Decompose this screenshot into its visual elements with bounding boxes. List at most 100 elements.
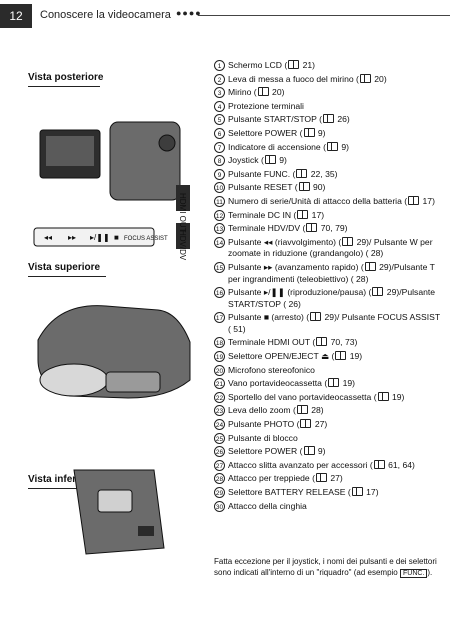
callout-page-ref: 29)/Pulsante T per ingrandimenti (teleob… bbox=[228, 261, 435, 284]
callout-page-ref: 17) bbox=[363, 487, 379, 497]
callout-text: Selettore POWER ( bbox=[228, 446, 303, 457]
callout-number: 9 bbox=[214, 168, 225, 180]
book-icon bbox=[328, 378, 340, 388]
footnote-text: Fatta eccezione per il joystick, i nomi … bbox=[214, 557, 437, 577]
callout-text: Pulsante di blocco bbox=[228, 432, 298, 443]
callout-page-ref: 61, 64) bbox=[385, 459, 415, 470]
callout-number: 8 bbox=[214, 155, 225, 167]
callout-number: 1 bbox=[214, 60, 225, 71]
ff-button-label: ▸▸ bbox=[68, 233, 76, 242]
callout-text: Schermo LCD ( bbox=[228, 60, 288, 70]
section-bottom-label: Vista inferiore bbox=[28, 474, 95, 485]
callout-page-ref: 19) bbox=[389, 391, 405, 402]
callout-page-ref: 28) bbox=[308, 405, 324, 416]
callout-number: 20 bbox=[214, 364, 225, 376]
bottom-battery-latch bbox=[138, 526, 154, 536]
callout-number: 17 bbox=[214, 312, 225, 324]
callout-number: 11 bbox=[214, 195, 225, 207]
book-icon bbox=[373, 459, 385, 469]
callout-number: 18 bbox=[214, 337, 225, 349]
camera-illustration: HDMI OUT HDV/DV ◂◂ ▸▸ ▸/❚❚ ■ FOCUS ASSIS… bbox=[33, 121, 191, 555]
section-rear-label: Vista posteriore bbox=[28, 72, 104, 83]
callout-text: Selettore OPEN/EJECT ⏏ ( bbox=[228, 351, 335, 362]
callout-page-ref: 26) bbox=[334, 114, 350, 125]
callout-text: Pulsante ▸▸ (avanzamento rapido) ( bbox=[228, 261, 364, 272]
book-icon bbox=[372, 287, 384, 297]
callout-text: Terminale HDV/DV ( bbox=[228, 223, 306, 234]
callout-text: Selettore POWER ( bbox=[228, 127, 303, 138]
callout-page-ref: 29)/ Pulsante W per zoomate in riduzione… bbox=[228, 236, 433, 259]
top-cassette-door-shape bbox=[105, 371, 161, 393]
book-icon bbox=[303, 127, 315, 137]
callout-number: 27 bbox=[214, 459, 225, 471]
book-icon bbox=[257, 87, 269, 97]
hdmi-out-label: HDMI OUT bbox=[178, 193, 187, 233]
book-icon bbox=[310, 312, 322, 322]
callout-text: Microfono stereofonico bbox=[228, 364, 315, 375]
callout-number: 19 bbox=[214, 351, 225, 363]
play-button-label: ▸/❚❚ bbox=[90, 233, 110, 242]
book-icon bbox=[322, 114, 334, 124]
hdmi-port-shape bbox=[176, 185, 190, 211]
callout-page-ref: 70, 73) bbox=[328, 337, 358, 348]
callout-number: 16 bbox=[214, 287, 225, 299]
section-rear-rule bbox=[28, 86, 100, 87]
bottom-accessory-plate bbox=[97, 489, 133, 513]
callout-text: Numero di serie/Unità di attacco della b… bbox=[228, 195, 408, 206]
joystick-shape bbox=[158, 134, 176, 152]
callout-text: Pulsante ■ (arresto) ( bbox=[228, 312, 310, 323]
callout-number: 13 bbox=[214, 223, 225, 235]
callout-number: 14 bbox=[214, 236, 225, 248]
callout-text: Attacco slitta avanzato per accessori ( bbox=[228, 459, 373, 470]
callout-page-ref: 9) bbox=[315, 127, 326, 138]
page-header: 12 Conoscere la videocamera ●●●● bbox=[0, 0, 450, 32]
book-icon bbox=[315, 473, 327, 483]
callout-text: Terminale DC IN ( bbox=[228, 209, 297, 220]
book-icon bbox=[342, 236, 354, 246]
callout-text: Terminale HDMI OUT ( bbox=[228, 337, 316, 348]
callout-text: Pulsante ▸/❚❚ (riproduzione/pausa) ( bbox=[228, 287, 372, 298]
footnote-example-key: FUNC. bbox=[399, 569, 428, 578]
callout-number: 15 bbox=[214, 261, 225, 273]
page-number: 12 bbox=[0, 4, 32, 28]
callout-number: 2 bbox=[214, 73, 225, 85]
hdv-port-shape bbox=[176, 223, 190, 249]
book-icon bbox=[300, 419, 312, 429]
callout-number: 21 bbox=[214, 378, 225, 390]
callout-page-ref: 29)/Pulsante START/STOP ( 26) bbox=[228, 287, 436, 309]
callout-number: 12 bbox=[214, 209, 225, 221]
book-icon bbox=[408, 195, 420, 205]
callout-text: Attacco della cinghia bbox=[228, 500, 307, 511]
book-icon bbox=[298, 182, 310, 192]
callout-page-ref: 27) bbox=[312, 419, 328, 430]
book-icon bbox=[377, 391, 389, 401]
callout-page-ref: 70, 79) bbox=[318, 223, 348, 234]
book-icon bbox=[316, 337, 328, 347]
callout-page-ref: 9) bbox=[315, 446, 326, 457]
callout-page-ref: 21) bbox=[300, 60, 316, 70]
callout-number: 23 bbox=[214, 405, 225, 417]
callout-number: 7 bbox=[214, 141, 225, 153]
callout-text: Vano portavideocassetta ( bbox=[228, 378, 328, 389]
callout-page-ref: 19) bbox=[347, 351, 363, 362]
callout-page-ref: 27) bbox=[327, 473, 343, 484]
callout-page-ref: 22, 35) bbox=[308, 168, 338, 179]
callout-page-ref: 20) bbox=[269, 87, 285, 98]
